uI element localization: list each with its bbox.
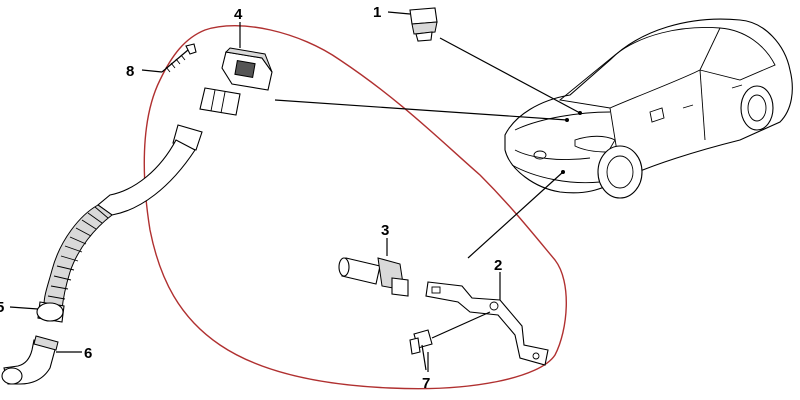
callout-4: 4 — [234, 6, 243, 23]
part-4-connector — [199, 22, 273, 116]
callout-7: 7 — [422, 375, 430, 392]
callout-3: 3 — [381, 222, 389, 239]
callout-8: 8 — [126, 63, 134, 80]
part-7-bolt — [409, 311, 491, 372]
part-2-bracket — [425, 272, 549, 366]
part-1-sensor — [387, 7, 438, 42]
red-annotation-outline — [143, 24, 567, 390]
callout-leader-7 — [421, 344, 427, 371]
callout-6: 6 — [84, 345, 92, 362]
leader-line-part2 — [467, 171, 564, 259]
callout-1: 1 — [373, 4, 381, 21]
part-6-elbow — [1, 335, 82, 385]
part-8-screw — [141, 43, 197, 73]
car-illustration — [504, 18, 793, 199]
callout-5: 5 — [0, 299, 4, 316]
callout-leader-1 — [387, 11, 411, 15]
corrugated-hose — [37, 124, 203, 323]
part-5-hose-end — [9, 302, 64, 322]
part-3-sensor — [338, 238, 409, 297]
callout-leader-5 — [9, 306, 39, 310]
leader-line-part4 — [274, 99, 568, 121]
callout-2: 2 — [494, 257, 502, 274]
callout-leader-8 — [141, 69, 163, 73]
leader-line-part1 — [439, 37, 581, 114]
